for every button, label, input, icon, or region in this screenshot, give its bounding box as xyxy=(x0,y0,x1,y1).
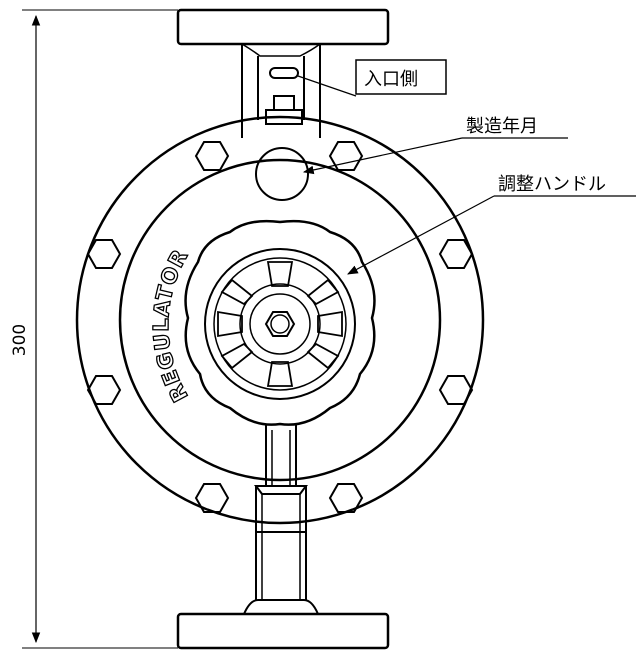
outlet-pipe xyxy=(243,485,319,615)
bolt-nut xyxy=(438,375,474,405)
dimension-300: 300 xyxy=(10,9,178,649)
bolt-nut xyxy=(328,483,364,513)
dimension-label: 300 xyxy=(10,324,30,356)
callout-adjust-handle: 調整ハンドル xyxy=(347,174,636,275)
inlet-pipe xyxy=(241,43,321,138)
body-outer-flange xyxy=(75,115,485,525)
inlet-label-box xyxy=(355,59,447,95)
bolt-nut xyxy=(194,483,230,513)
callout-manufacture-date: 製造年月 xyxy=(302,116,568,175)
bolt-nut xyxy=(328,141,364,171)
body-inner-ring xyxy=(118,158,442,482)
hub-nut xyxy=(264,311,296,337)
callout-inlet: 入口側 xyxy=(297,59,447,97)
handle-outer-scallop xyxy=(184,219,376,426)
manufacture-date-plate xyxy=(255,147,309,201)
bolt-nut xyxy=(438,239,474,269)
flow-slot xyxy=(269,67,299,79)
bottom-flange xyxy=(176,612,390,650)
top-flange xyxy=(176,8,390,46)
bolt-nut xyxy=(86,239,122,269)
manufacture-date-label: 製造年月 xyxy=(466,116,538,137)
top-stem-nut xyxy=(265,95,303,125)
bottom-neck xyxy=(265,424,297,486)
flange-bolts xyxy=(86,141,474,513)
bolt-nut xyxy=(194,141,230,171)
adjust-handle-label: 調整ハンドル xyxy=(498,174,606,195)
bolt-nut xyxy=(86,375,122,405)
adjust-handle xyxy=(184,219,376,426)
inlet-label: 入口側 xyxy=(364,69,418,90)
